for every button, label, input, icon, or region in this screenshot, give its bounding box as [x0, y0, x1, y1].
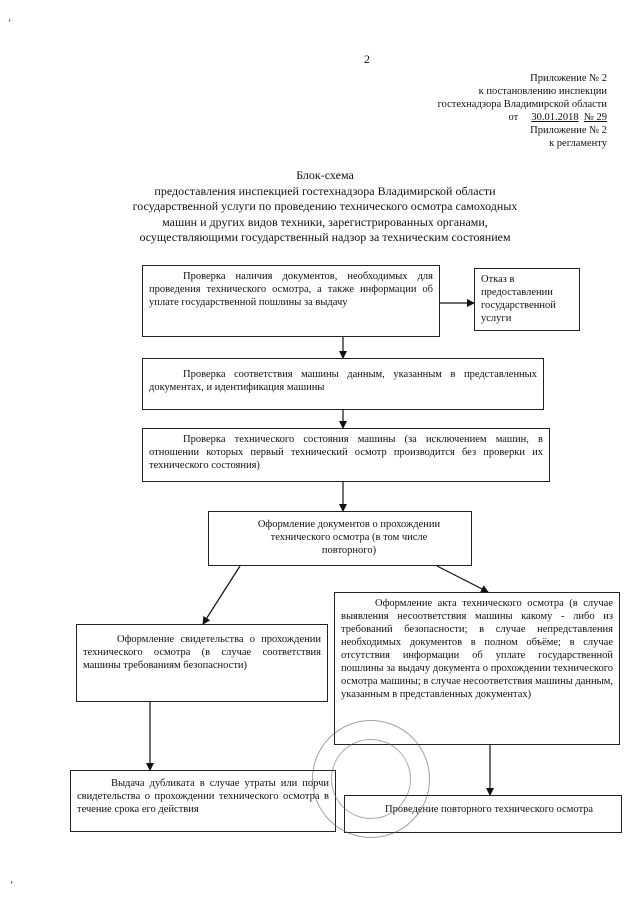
official-seal-inner-ring [331, 739, 411, 819]
header-date-prefix: от [508, 112, 519, 123]
header-line-1: Приложение № 2 [530, 73, 607, 84]
box-check-documents: Проверка наличия документов, необходимых… [142, 265, 440, 337]
header-line-2: к постановлению инспекции [478, 86, 607, 97]
title-line-3: государственной услуги по проведению тех… [132, 199, 518, 213]
box-check-technical: Проверка технического состояния машины (… [142, 428, 550, 482]
title-line-4: машин и других видов техники, зарегистри… [162, 214, 488, 229]
box-check-compliance: Проверка соответствия машины данным, ука… [142, 358, 544, 410]
header-line-3: гостехнадзора Владимирской области [437, 99, 607, 110]
title-line-1: Блок-схема [296, 168, 354, 182]
box-duplicate: Выдача дубликата в случае утраты или пор… [70, 770, 336, 832]
header-line-5: Приложение № 2 [530, 125, 607, 136]
arrow-to-certificate [202, 565, 241, 625]
header-date-line: от 30.01.2018 № 29 [438, 111, 607, 124]
box-documents: Оформление документов о прохождении техн… [208, 511, 472, 566]
official-seal [312, 720, 430, 838]
box-refusal: Отказ в предоставлении государственной у… [474, 268, 580, 331]
title-line-5: осуществляющими государственный надзор з… [139, 230, 511, 244]
box-certificate: Оформление свидетельства о прохождении т… [76, 624, 328, 702]
box-act: Оформление акта технического осмотра (в … [334, 592, 620, 745]
title-line-2: предоставления инспекцией гостехнадзора … [154, 183, 496, 198]
scan-mark-bottom-left: ʻ [10, 880, 14, 891]
arrow-to-act [436, 565, 489, 593]
diagram-title: Блок-схема предоставления инспекцией гос… [90, 168, 560, 246]
header-date: 30.01.2018 [531, 112, 579, 123]
page-number: 2 [364, 52, 370, 66]
header-line-6: к регламенту [549, 138, 607, 149]
scan-mark-top-left: ʻ [8, 18, 12, 29]
header-appendix: Приложение № 2 к постановлению инспекции… [438, 72, 607, 150]
header-number: № 29 [583, 112, 607, 123]
